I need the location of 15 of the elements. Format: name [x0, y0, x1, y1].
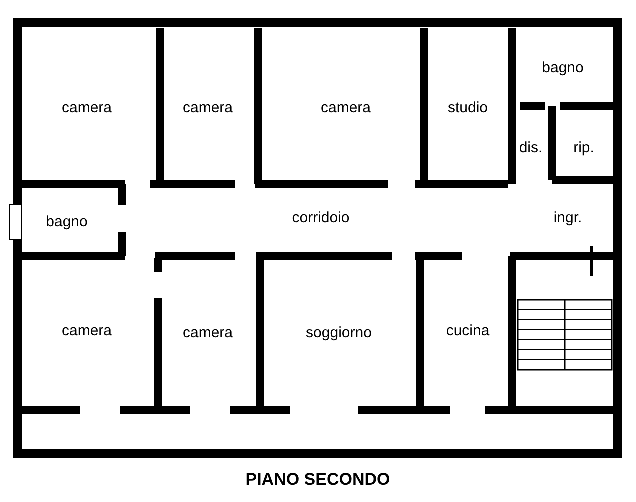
room-label: camera [62, 100, 112, 116]
room-label: soggiorno [306, 324, 372, 342]
room-label: camera [62, 322, 112, 340]
room-label: studio [448, 100, 488, 116]
room-label: bagno [542, 60, 584, 76]
plan-title: PIANO SECONDO [246, 470, 390, 490]
room-label: cucina [446, 322, 490, 340]
room-label: camera [182, 324, 234, 342]
room-label: camera [320, 100, 372, 116]
room-label: bagno [46, 214, 88, 230]
room-label: dis. [519, 140, 543, 156]
room-label: rip. [574, 140, 594, 156]
room-label: ingr. [554, 210, 582, 226]
room-label: corridoio [292, 210, 350, 226]
room-label: camera [182, 100, 234, 116]
